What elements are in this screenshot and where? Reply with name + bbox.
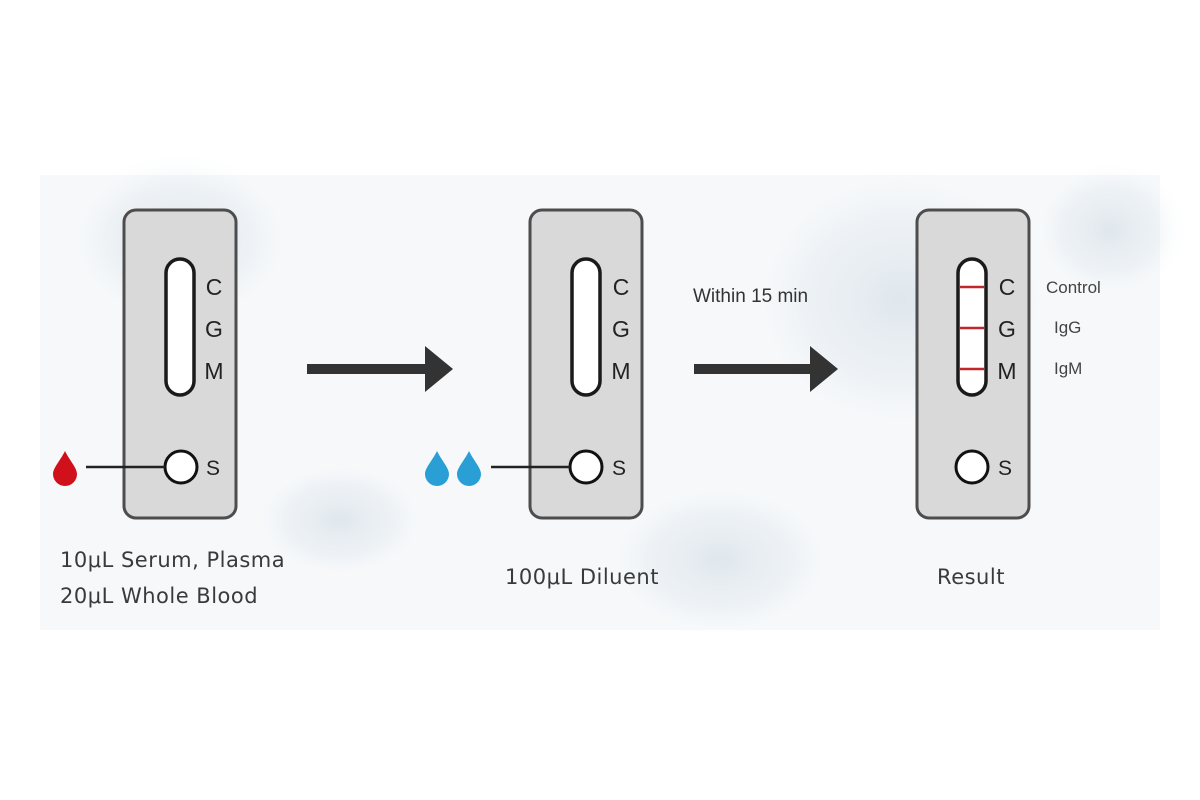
arrow-shaft bbox=[307, 364, 427, 374]
band-letter-c: C bbox=[206, 274, 223, 300]
blood-drop-icon bbox=[53, 451, 77, 486]
igg-label: IgG bbox=[1054, 318, 1081, 337]
incubation-time-label: Within 15 min bbox=[693, 286, 808, 307]
band-letter-g: G bbox=[205, 316, 223, 342]
sample-well bbox=[568, 449, 604, 485]
diluent-drop-icon bbox=[457, 451, 481, 486]
band-letter-c: C bbox=[999, 274, 1016, 300]
arrow-right-icon bbox=[810, 346, 838, 392]
virus-blob-icon bbox=[250, 460, 430, 580]
sample-port-label: S bbox=[998, 457, 1012, 480]
sample-port-label: S bbox=[612, 457, 626, 480]
band-letter-m: M bbox=[611, 358, 630, 384]
arrow-right-icon bbox=[425, 346, 453, 392]
band-letter-g: G bbox=[612, 316, 630, 342]
sample-well bbox=[163, 449, 199, 485]
step-1-caption-line-1: 10μL Serum, Plasma bbox=[60, 548, 285, 572]
band-letter-m: M bbox=[997, 358, 1016, 384]
step-1-sample: C G M S 10μL Serum, Plasma 20μL Whole Bl… bbox=[53, 208, 285, 608]
step-2-diluent: C G M S 100μL Diluent bbox=[425, 208, 659, 589]
igm-label: IgM bbox=[1054, 359, 1082, 378]
result-window bbox=[570, 257, 602, 397]
band-letter-g: G bbox=[998, 316, 1016, 342]
band-letter-c: C bbox=[613, 274, 630, 300]
virus-blob-icon bbox=[1030, 160, 1190, 300]
band-letter-m: M bbox=[204, 358, 223, 384]
step-3-caption: Result bbox=[937, 565, 1005, 589]
sample-port-label: S bbox=[206, 457, 220, 480]
result-window bbox=[164, 257, 196, 397]
virus-blob-icon bbox=[600, 480, 840, 640]
process-arrow-1 bbox=[307, 346, 453, 392]
process-arrow-2: Within 15 min bbox=[693, 286, 838, 392]
step-1-caption-line-2: 20μL Whole Blood bbox=[60, 584, 258, 608]
sample-well bbox=[954, 449, 990, 485]
step-2-caption: 100μL Diluent bbox=[505, 565, 659, 589]
diluent-drop-icon bbox=[425, 451, 449, 486]
step-3-result: C G M Control IgG IgM S Result bbox=[915, 208, 1101, 589]
arrow-shaft bbox=[694, 364, 812, 374]
control-label: Control bbox=[1046, 278, 1101, 297]
